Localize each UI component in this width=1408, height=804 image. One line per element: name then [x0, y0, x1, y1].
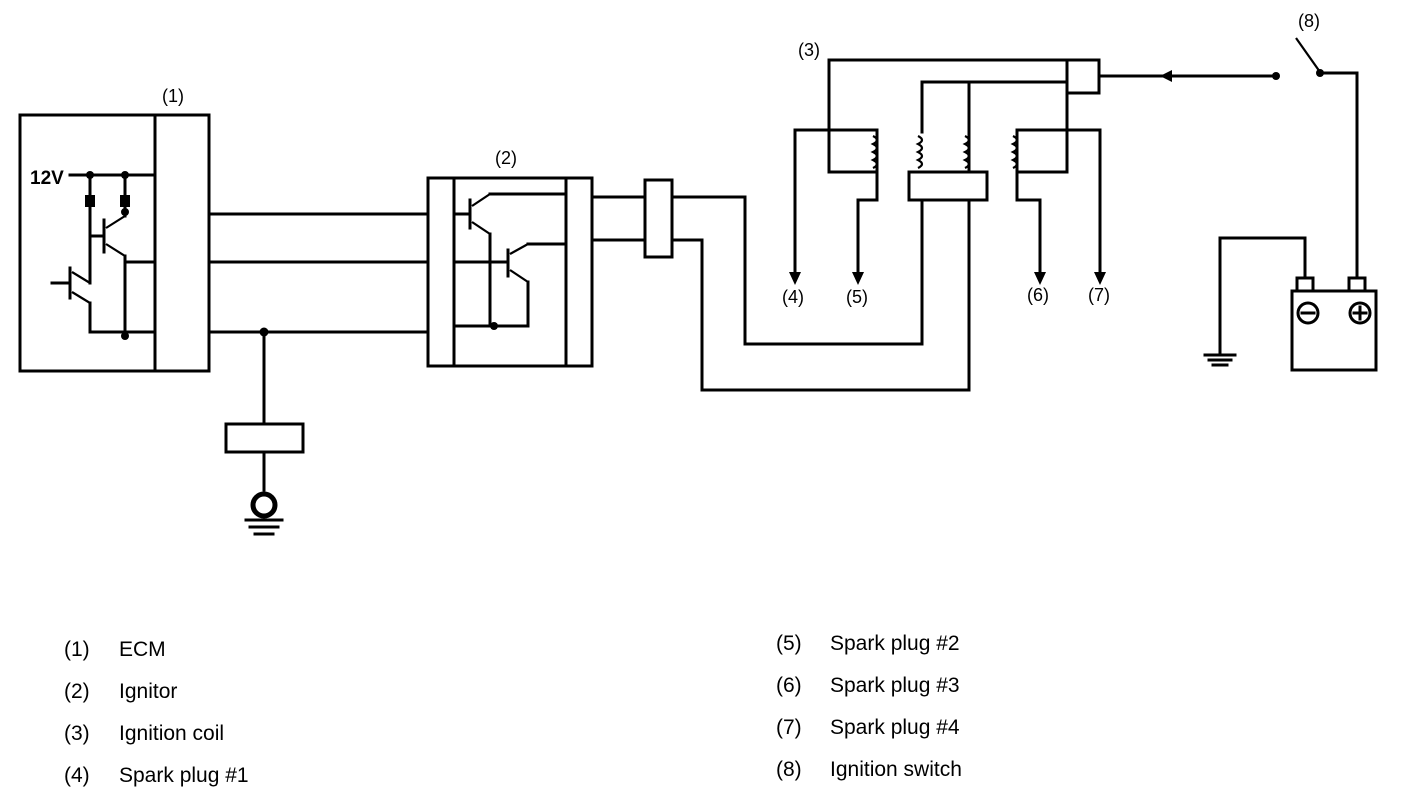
legend-number: (6)	[776, 674, 802, 697]
coil-1	[789, 128, 879, 285]
ground-branch	[224, 327, 305, 536]
harness-connector	[643, 178, 674, 259]
ecm-driver-circuit	[50, 171, 157, 340]
ignitor-right-connector	[564, 176, 594, 368]
legend-number: (8)	[776, 758, 802, 781]
ignitor-left-connector	[426, 176, 456, 368]
legend-label: Spark plug #2	[830, 632, 960, 655]
supply-voltage-label: 12V	[30, 168, 64, 189]
plus-icon	[1348, 301, 1372, 325]
callout-switch: (8)	[1298, 11, 1320, 31]
ignition-coil-assembly: (3)	[782, 40, 1280, 307]
callout-ecm: (1)	[162, 86, 184, 106]
ground-icon	[244, 491, 284, 536]
callout-plug3: (6)	[1027, 285, 1049, 305]
legend-number: (2)	[64, 680, 90, 703]
minus-icon	[1296, 301, 1320, 325]
ground-sensor-block	[224, 422, 305, 454]
ignition-switch: (8)	[1295, 11, 1359, 282]
ignitor-coil-harness	[590, 178, 971, 392]
ecm-body	[18, 113, 157, 373]
callout-coil: (3)	[798, 40, 820, 60]
callout-plug2: (5)	[846, 287, 868, 307]
battery	[1203, 236, 1378, 372]
legend-number: (1)	[64, 638, 90, 661]
ecm-unit: (1) 12V	[18, 86, 211, 373]
legend-number: (3)	[64, 722, 90, 745]
legend-label: Ignition switch	[830, 758, 962, 781]
callout-plug4: (7)	[1088, 285, 1110, 305]
ignitor-unit: (2)	[426, 148, 594, 368]
legend-label: Spark plug #1	[119, 764, 249, 787]
legend-number: (4)	[64, 764, 90, 787]
legend-label: ECM	[119, 638, 166, 661]
legend: (1) ECM (2) Ignitor (3) Ignition coil (4…	[64, 632, 962, 787]
legend-label: Ignition coil	[119, 722, 224, 745]
legend-label: Spark plug #3	[830, 674, 960, 697]
coil-2	[1010, 128, 1106, 285]
ignitor-transistors	[452, 192, 568, 330]
ignitor-body	[452, 176, 568, 368]
legend-number: (5)	[776, 632, 802, 655]
coil-center	[907, 80, 989, 202]
coil-terminal-block	[1065, 58, 1101, 95]
legend-number: (7)	[776, 716, 802, 739]
callout-ignitor: (2)	[495, 148, 517, 168]
coil-center-block	[907, 170, 989, 202]
legend-label: Ignitor	[119, 680, 177, 703]
callout-plug1: (4)	[782, 287, 804, 307]
ecm-connector	[153, 113, 211, 373]
legend-label: Spark plug #4	[830, 716, 960, 739]
ecm-ignitor-harness	[207, 212, 430, 334]
